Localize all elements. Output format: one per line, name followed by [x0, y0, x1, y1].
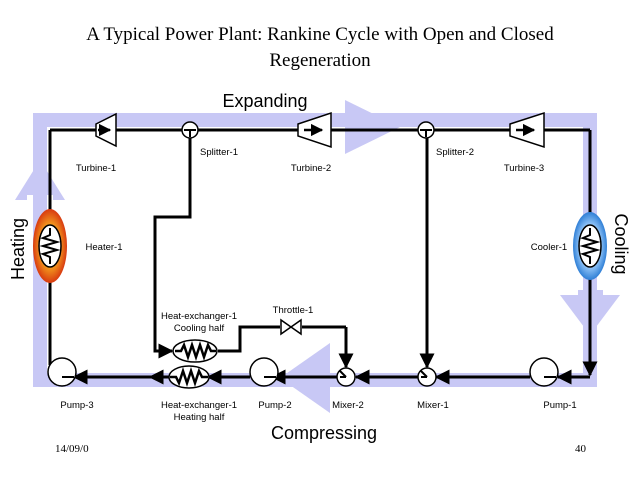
label-cooling: Cooling: [611, 213, 631, 274]
label-turbine-3: Turbine-3: [504, 163, 544, 174]
cooler-1-icon: [573, 212, 607, 280]
title-line-1: A Typical Power Plant: Rankine Cycle wit…: [86, 24, 554, 45]
piping: [48, 128, 598, 385]
splitter-2-icon: [417, 121, 435, 139]
slide-title: A Typical Power Plant: Rankine Cycle wit…: [0, 22, 640, 74]
turbine-3-icon: [509, 111, 545, 149]
heat-exchanger-cooling-half-icon: [172, 339, 218, 363]
label-throttle-1: Throttle-1: [273, 305, 314, 316]
label-hx-cooling-name: Heat-exchanger-1: [161, 311, 237, 322]
pump-2-icon: [249, 357, 279, 387]
pump-3-icon: [47, 357, 77, 387]
label-turbine-1: Turbine-1: [76, 163, 116, 174]
mixer-1-icon: [417, 367, 437, 387]
label-compressing: Compressing: [271, 423, 377, 443]
label-pump-1: Pump-1: [543, 400, 576, 411]
label-heating: Heating: [8, 218, 28, 280]
footer-page-number: 40: [575, 443, 586, 455]
label-hx-heating-half: Heating half: [174, 412, 225, 423]
expanding-arrow: [345, 100, 400, 154]
title-line-2: Regeneration: [269, 50, 371, 71]
throttle-1-icon: [280, 318, 302, 336]
flow-band: [15, 100, 620, 413]
heating-arrow: [15, 160, 65, 200]
label-mixer-2: Mixer-2: [332, 400, 364, 411]
label-mixer-1: Mixer-1: [417, 400, 449, 411]
heat-exchanger-heating-half-icon: [168, 365, 210, 389]
label-hx-cooling-half: Cooling half: [174, 323, 225, 334]
label-expanding: Expanding: [222, 91, 307, 111]
label-turbine-2: Turbine-2: [291, 163, 331, 174]
turbine-2-icon: [297, 111, 332, 149]
label-splitter-2: Splitter-2: [436, 147, 474, 158]
mixer-2-icon: [336, 367, 356, 387]
label-cooler-1: Cooler-1: [531, 242, 567, 253]
label-hx-heating-name: Heat-exchanger-1: [161, 400, 237, 411]
splitter-1-icon: [181, 121, 199, 139]
turbine-1-icon: [95, 112, 117, 148]
heater-1-icon: [33, 209, 67, 283]
footer-date: 14/09/0: [55, 443, 89, 455]
pump-1-icon: [529, 357, 559, 387]
label-splitter-1: Splitter-1: [200, 147, 238, 158]
label-pump-3: Pump-3: [60, 400, 93, 411]
label-pump-2: Pump-2: [258, 400, 291, 411]
label-heater-1: Heater-1: [86, 242, 123, 253]
